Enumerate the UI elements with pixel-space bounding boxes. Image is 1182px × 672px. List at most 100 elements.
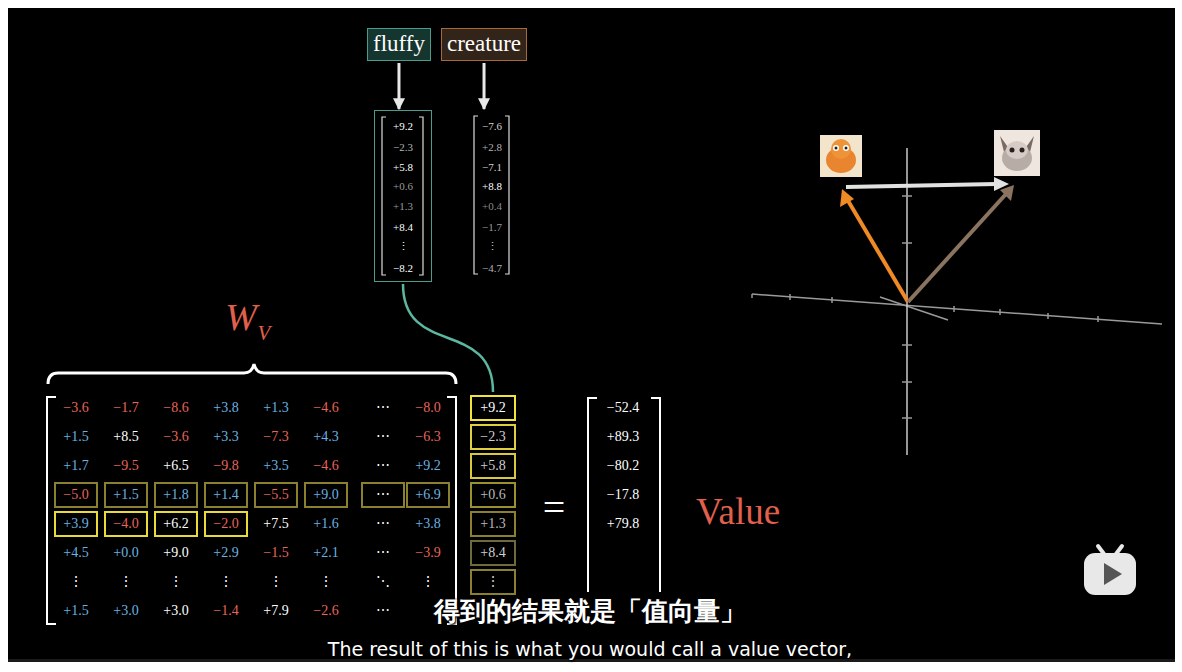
bracket [505, 116, 509, 274]
vector-entry: +8.8 [472, 178, 512, 194]
token-text: fluffy [373, 29, 425, 59]
matrix-entry: ⋯ [361, 395, 405, 421]
vector-entry: −4.7 [472, 260, 512, 276]
matrix-entry: +0.0 [104, 540, 148, 566]
matrix-entry: +9.0 [154, 540, 198, 566]
value-entry: −52.4 [607, 400, 639, 416]
matrix-brace [48, 364, 456, 384]
matrix-entry: ⋮ [104, 569, 148, 595]
embedding-vector: +9.2−2.3+5.8+0.6+1.3+8.4⋮−8.2 [374, 110, 432, 282]
matrix-entry: ⋮ [204, 569, 248, 595]
vector-entry: +0.6 [375, 178, 431, 194]
vector-entry: +8.4 [470, 540, 516, 566]
matrix-entry: +1.4 [204, 482, 248, 508]
matrix-entry: +1.8 [154, 482, 198, 508]
matrix-entry: −5.0 [54, 482, 98, 508]
matrix-entry: +1.3 [254, 395, 298, 421]
matrix-entry: ⋱ [361, 569, 405, 595]
matrix-entry: −5.5 [254, 482, 298, 508]
matrix-entry: +1.5 [54, 424, 98, 450]
matrix-entry: ⋯ [361, 598, 405, 624]
matrix-entry: +3.0 [104, 598, 148, 624]
matrix-entry: +9.2 [406, 453, 450, 479]
bracket [474, 116, 478, 274]
matrix-entry: +1.5 [54, 598, 98, 624]
bracket [382, 117, 386, 275]
matrix-entry: −1.7 [104, 395, 148, 421]
vector-entry: −8.2 [375, 260, 431, 276]
matrix-entry: +3.8 [204, 395, 248, 421]
vector-entry: ⋮ [472, 238, 512, 254]
fluffy-creature-icon [994, 130, 1040, 176]
connector [397, 63, 400, 109]
matrix-entry: +1.7 [54, 453, 98, 479]
difference-vector [846, 184, 996, 187]
matrix-entry: −1.4 [204, 598, 248, 624]
matrix-entry: ⋮ [406, 569, 450, 595]
token-box: creature [441, 28, 527, 61]
bracket [419, 117, 423, 275]
matrix-entry: −3.6 [54, 395, 98, 421]
matrix-entry: −1.5 [254, 540, 298, 566]
matrix-entry: ⋯ [361, 540, 405, 566]
vector-entry: +0.4 [472, 198, 512, 214]
matrix-name: W [225, 296, 257, 340]
matrix-entry: +7.5 [254, 511, 298, 537]
matrix-entry: +6.5 [154, 453, 198, 479]
matrix-entry: −6.3 [406, 424, 450, 450]
value-entry: +89.3 [607, 429, 639, 445]
matrix-entry: +8.5 [104, 424, 148, 450]
vector-entry: −1.7 [472, 219, 512, 235]
brown-vector [908, 194, 1006, 302]
matrix-entry: −7.3 [254, 424, 298, 450]
difference-vector-head [994, 177, 1009, 191]
frame-ground [8, 8, 1175, 662]
matrix-entry: +3.3 [204, 424, 248, 450]
vector-entry: +5.8 [470, 453, 516, 479]
matrix-entry: −8.6 [154, 395, 198, 421]
vector-brackets [375, 111, 433, 283]
vector-brackets [472, 110, 512, 282]
matrix-entry: −3.9 [406, 540, 450, 566]
subtitle-en: The result of this is what you would cal… [328, 639, 852, 661]
matrix-entry: +2.9 [204, 540, 248, 566]
orange-vector-head [840, 189, 854, 207]
matrix-entry: +1.5 [104, 482, 148, 508]
value-entry: −17.8 [607, 487, 639, 503]
token-text: creature [447, 29, 521, 59]
result-bracket [651, 398, 660, 592]
matrix-subscript: V [258, 321, 271, 345]
matrix-entry: ⋯ [361, 482, 405, 508]
vector-entry: −7.6 [472, 118, 512, 134]
matrix-entry: +3.5 [254, 453, 298, 479]
value-title: Value [696, 491, 780, 534]
matrix-entry: −2.6 [304, 598, 348, 624]
equals-sign: = [543, 485, 566, 531]
vector-entry: −7.1 [472, 159, 512, 175]
matrix-entry: −2.0 [204, 511, 248, 537]
connector [403, 284, 493, 392]
vector-entry: −2.3 [470, 424, 516, 450]
matrix-bracket [447, 397, 456, 624]
matrix-entry: +9.0 [304, 482, 348, 508]
matrix-entry: ⋮ [304, 569, 348, 595]
matrix-entry: +6.9 [406, 482, 450, 508]
axes-3d [752, 148, 1162, 455]
value-entry: −80.2 [607, 458, 639, 474]
bilibili-logo [1084, 546, 1136, 595]
vector-entry: +0.6 [470, 482, 516, 508]
vector-entry: −2.3 [375, 139, 431, 155]
token-box: fluffy [367, 28, 431, 61]
matrix-entry: −9.8 [204, 453, 248, 479]
matrix-entry: −9.5 [104, 453, 148, 479]
matrix-entry: −3.6 [154, 424, 198, 450]
matrix-entry: −4.0 [104, 511, 148, 537]
matrix-entry: ⋮ [254, 569, 298, 595]
subtitle-zh: 得到的结果就是「值向量」 [434, 597, 746, 627]
matrix-entry: +7.9 [254, 598, 298, 624]
matrix-entry: +4.5 [54, 540, 98, 566]
matrix-entry: +4.3 [304, 424, 348, 450]
vector-entry: ⋮ [375, 238, 431, 254]
